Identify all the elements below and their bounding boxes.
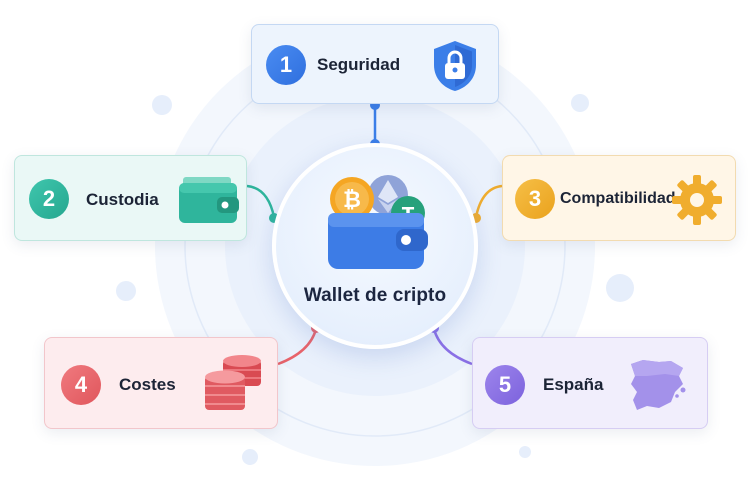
card-costes[interactable]: 4 Costes: [44, 337, 278, 429]
decor-dot: [242, 449, 258, 465]
decor-dot: [571, 94, 589, 112]
shield-lock-icon: [434, 41, 476, 91]
gear-icon: [672, 175, 722, 225]
number-badge: 4: [61, 365, 101, 405]
number-badge: 3: [515, 179, 555, 219]
center-node: ₿ T Wallet de cripto: [272, 143, 478, 349]
card-seguridad[interactable]: 1 Seguridad: [251, 24, 499, 104]
card-custodia[interactable]: 2 Custodia: [14, 155, 247, 241]
card-label: España: [543, 375, 604, 394]
spain-map-icon: [631, 360, 686, 410]
card-label: Compatibilidad: [560, 190, 676, 207]
decor-dot: [519, 446, 531, 458]
coin-stack-icon: [205, 355, 261, 410]
decor-dot: [152, 95, 172, 115]
card-label: Costes: [119, 375, 176, 394]
center-title: Wallet de cripto: [303, 285, 447, 306]
number-badge: 2: [29, 179, 69, 219]
crypto-wallet-icon: ₿ T: [328, 175, 428, 269]
card-label: Custodia: [86, 190, 159, 209]
wallet-icon: [179, 177, 239, 223]
card-label: Seguridad: [317, 55, 401, 74]
svg-text:₿: ₿: [343, 188, 361, 213]
decor-dot: [116, 281, 136, 301]
number-badge: 5: [485, 365, 525, 405]
card-espana[interactable]: 5 España: [472, 337, 708, 429]
card-compatibilidad[interactable]: 3 Compatibilidad: [502, 155, 736, 241]
number-badge: 1: [266, 45, 306, 85]
decor-dot: [606, 274, 634, 302]
